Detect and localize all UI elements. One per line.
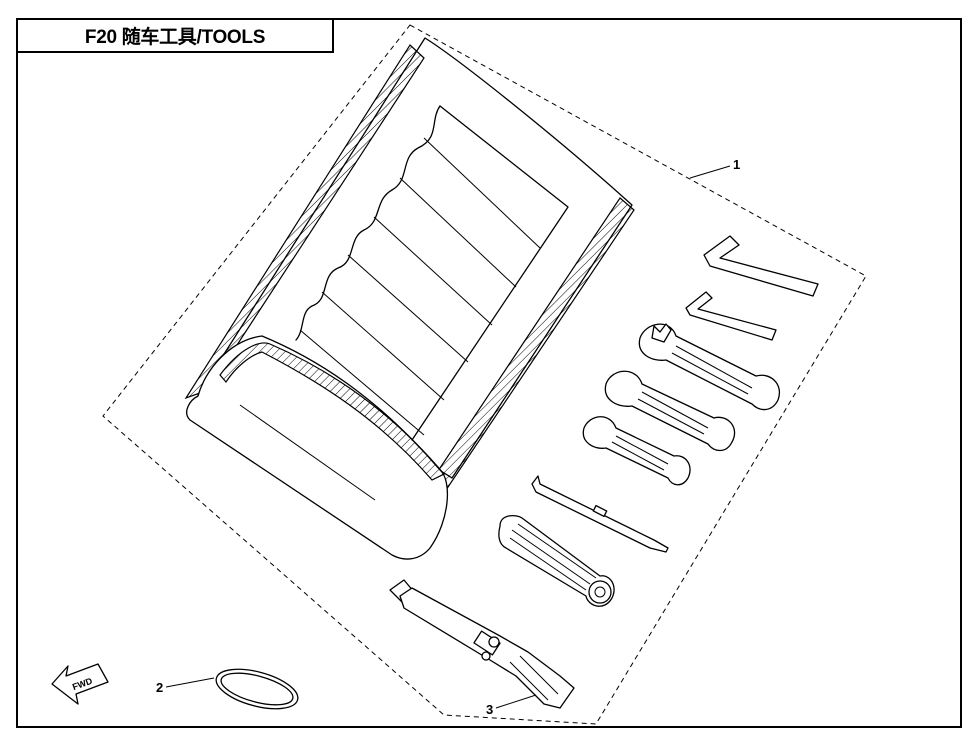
callout-3: 3 [486, 702, 493, 717]
callout-2: 2 [156, 680, 163, 695]
title-box: F20 随车工具/TOOLS [16, 18, 334, 53]
hex-key-large [703, 235, 819, 297]
screwdriver-bit [531, 475, 669, 553]
wrench-large [638, 323, 781, 411]
kit-boundary [102, 24, 867, 725]
screwdriver-handle [498, 514, 615, 607]
tool-pouch [184, 37, 635, 560]
callout-1: 1 [733, 157, 740, 172]
hex-key-small [685, 291, 777, 341]
wrench-small [582, 416, 691, 486]
drawing-frame [16, 18, 962, 728]
fwd-arrow-icon: FWD [51, 663, 109, 705]
page-title: F20 随车工具/TOOLS [84, 27, 266, 48]
rubber-band [215, 668, 299, 710]
wrench-medium [604, 370, 736, 452]
socket-wrench [389, 579, 575, 709]
